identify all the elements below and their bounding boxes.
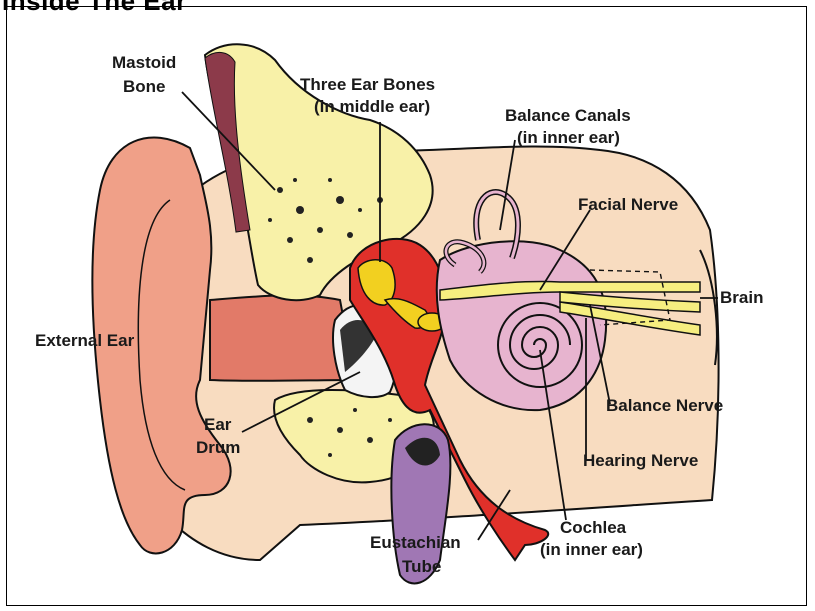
label-hearing-nerve: Hearing Nerve	[583, 451, 698, 470]
cochlea-shape	[498, 303, 582, 387]
label-three-ear-bones: Three Ear Bones (in middle ear)	[300, 75, 440, 116]
label-external-ear: External Ear	[35, 331, 135, 350]
label-balance-nerve: Balance Nerve	[606, 396, 723, 415]
label-cochlea: Cochlea (in inner ear)	[540, 518, 643, 559]
label-brain: Brain	[720, 288, 763, 307]
label-balance-canals: Balance Canals (in inner ear)	[505, 106, 635, 147]
label-mastoid-bone: Mastoid Bone	[112, 53, 181, 96]
label-facial-nerve: Facial Nerve	[578, 195, 678, 214]
